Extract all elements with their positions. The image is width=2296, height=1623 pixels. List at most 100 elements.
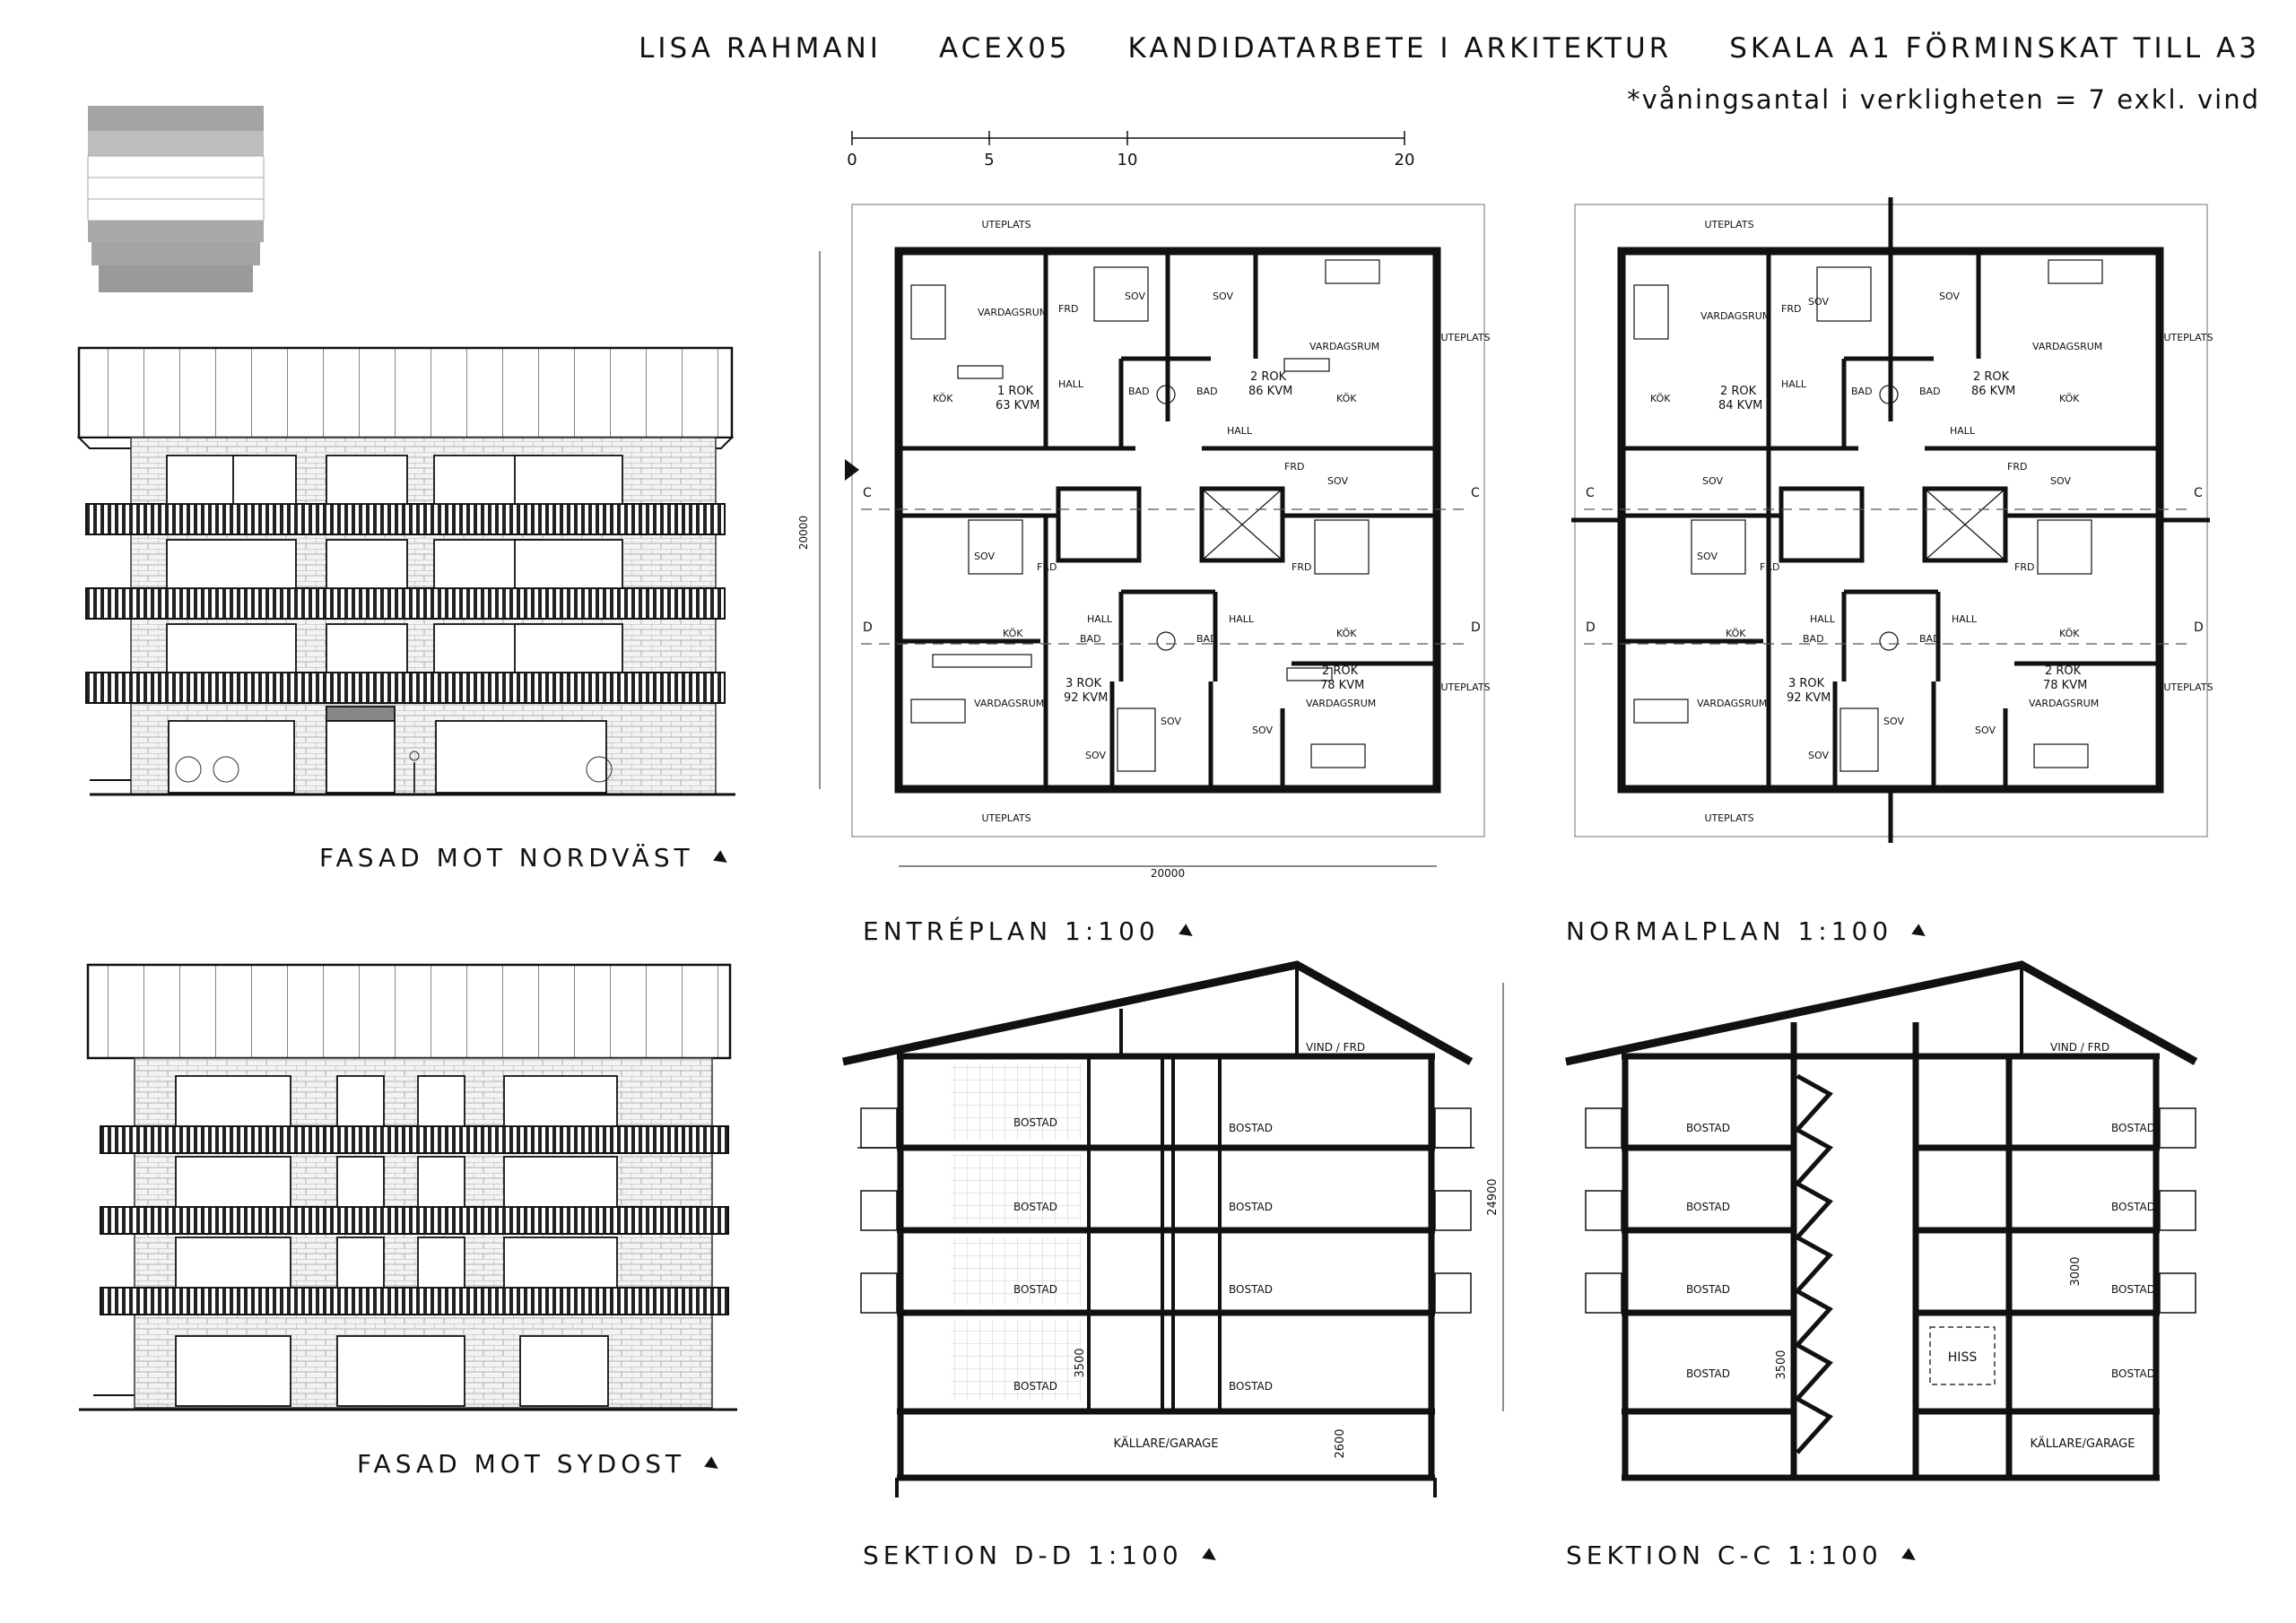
- np-apt-sw-type: 3 ROK: [1788, 677, 1825, 690]
- dim-plan-width: 20000: [1151, 867, 1185, 880]
- np-room-hall-ne: HALL: [1950, 425, 1976, 437]
- caption-facade-nw: FASAD MOT NORDVÄST: [319, 843, 731, 872]
- room-bed-e: SOV: [1327, 475, 1348, 487]
- dd-dim-basement: 2600: [1334, 1428, 1347, 1458]
- np-apt-nw-area: 84 KVM: [1718, 399, 1762, 412]
- room-bath-sw: BAD: [1080, 633, 1101, 645]
- np-section-mark-c-end: C: [2194, 486, 2203, 500]
- label-uteplats-right: UTEPLATS: [1440, 332, 1490, 343]
- north-arrow-icon: [1178, 924, 1196, 942]
- scale-tick-20: 20: [1395, 151, 1415, 169]
- section-mark-d-end: D: [1471, 621, 1481, 635]
- dd-dim-total: 24900: [1486, 1178, 1500, 1215]
- caption-entry-plan-text: ENTRÉPLAN 1:100: [863, 916, 1160, 946]
- scale-bar: 0 5 10 20: [847, 131, 1414, 169]
- cc-bostad-2a: BOSTAD: [1686, 1201, 1730, 1213]
- room-storage-ne: FRD: [1284, 461, 1304, 473]
- np-room-bed-se: SOV: [1975, 725, 1996, 736]
- facade-southeast: [79, 963, 737, 1411]
- apt-sw-area: 92 KVM: [1064, 691, 1108, 705]
- room-bath-ne: BAD: [1196, 386, 1218, 397]
- np-room-bed-sw: SOV: [1808, 750, 1829, 761]
- room-bed-nw: SOV: [1125, 291, 1145, 302]
- np-room-bath-ne: BAD: [1919, 386, 1941, 397]
- room-living-ne: VARDAGSRUM: [1309, 341, 1379, 352]
- section-dd: BOSTAD BOSTAD BOSTAD BOSTAD BOSTAD BOSTA…: [842, 960, 1504, 1497]
- cc-bostad-1b: BOSTAD: [2111, 1122, 2155, 1134]
- dd-dim-storey: 3500: [1074, 1348, 1087, 1377]
- north-arrow-icon: [712, 850, 731, 868]
- caption-section-dd: SEKTION D-D 1:100: [863, 1541, 1220, 1570]
- scale-note: SKALA A1 FÖRMINSKAT TILL A3: [1729, 32, 2260, 65]
- dd-bostad-3a: BOSTAD: [1013, 1283, 1057, 1296]
- cc-dim-storey-normal: 3000: [2069, 1256, 2083, 1286]
- room-hall-sw: HALL: [1087, 613, 1113, 625]
- project-title: KANDIDATARBETE I ARKITEKTUR: [1127, 32, 1673, 65]
- np-apt-nw-type: 2 ROK: [1720, 385, 1757, 398]
- room-bath-nw: BAD: [1128, 386, 1150, 397]
- cc-dim-storey-ground: 3500: [1775, 1350, 1788, 1379]
- caption-section-cc: SEKTION C-C 1:100: [1566, 1541, 1919, 1570]
- np-apt-se-area: 78 KVM: [2043, 679, 2087, 692]
- scale-tick-0: 0: [847, 151, 857, 169]
- dd-bostad-4b: BOSTAD: [1229, 1380, 1273, 1393]
- np-room-bed-nw2: SOV: [1702, 475, 1723, 487]
- room-storage-nw: FRD: [1058, 303, 1078, 315]
- np-uteplats-right-2: UTEPLATS: [2163, 681, 2213, 693]
- section-mark-c: C: [863, 486, 872, 500]
- room-bath-se: BAD: [1196, 633, 1218, 645]
- np-room-storage-nw: FRD: [1781, 303, 1801, 315]
- np-room-bath-sw: BAD: [1803, 633, 1824, 645]
- dd-bostad-1b: BOSTAD: [1229, 1122, 1273, 1134]
- facade-northwest: [76, 346, 735, 796]
- dd-bostad-1a: BOSTAD: [1013, 1116, 1057, 1129]
- label-uteplats-bottom: UTEPLATS: [981, 812, 1031, 824]
- np-room-hall-nw: HALL: [1781, 378, 1807, 390]
- np-room-kitchen-se: KÖK: [2059, 628, 2080, 639]
- title-block: LISA RAHMANI ACEX05 KANDIDATARBETE I ARK…: [639, 32, 2260, 65]
- np-room-kitchen-ne: KÖK: [2059, 393, 2080, 404]
- np-room-storage-ne: FRD: [2007, 461, 2027, 473]
- np-apt-ne-area: 86 KVM: [1971, 385, 2015, 398]
- entrance-marker: [845, 459, 859, 481]
- caption-facade-nw-text: FASAD MOT NORDVÄST: [319, 843, 694, 872]
- dd-attic-label: VIND / FRD: [1306, 1041, 1365, 1054]
- np-room-storage-se: FRD: [2014, 561, 2034, 573]
- np-room-storage-w: FRD: [1760, 561, 1779, 573]
- caption-entry-plan: ENTRÉPLAN 1:100: [863, 916, 1196, 946]
- room-bed-w: SOV: [974, 551, 995, 562]
- section-mark-d: D: [863, 621, 873, 635]
- np-section-mark-d-end: D: [2194, 621, 2204, 635]
- room-kitchen-ne: KÖK: [1336, 393, 1357, 404]
- np-room-kitchen-sw: KÖK: [1726, 628, 1746, 639]
- north-arrow-icon: [1201, 1548, 1220, 1566]
- apt-nw-type: 1 ROK: [997, 385, 1034, 398]
- np-room-bed-w: SOV: [1697, 551, 1718, 562]
- room-kitchen-sw: KÖK: [1003, 628, 1023, 639]
- scale-tick-5: 5: [984, 151, 994, 169]
- room-kitchen-nw: KÖK: [933, 393, 953, 404]
- north-arrow-icon: [1911, 924, 1929, 942]
- np-room-living-ne: VARDAGSRUM: [2032, 341, 2102, 352]
- np-room-living-nw: VARDAGSRUM: [1700, 310, 1770, 322]
- np-room-bed-ne: SOV: [1939, 291, 1960, 302]
- caption-section-cc-text: SEKTION C-C 1:100: [1566, 1541, 1883, 1570]
- np-section-mark-d: D: [1586, 621, 1596, 635]
- room-bed-ne: SOV: [1213, 291, 1233, 302]
- section-cc: HISS BOSTAD BOSTAD BOSTAD BOSTAD BOSTAD …: [1565, 960, 2198, 1481]
- np-room-living-se: VARDAGSRUM: [2029, 698, 2099, 709]
- room-storage-se: FRD: [1292, 561, 1311, 573]
- np-uteplats-right: UTEPLATS: [2163, 332, 2213, 343]
- np-room-hall-sw: HALL: [1810, 613, 1836, 625]
- section-mark-c-end: C: [1471, 486, 1480, 500]
- caption-section-dd-text: SEKTION D-D 1:100: [863, 1541, 1183, 1570]
- cc-bostad-1a: BOSTAD: [1686, 1122, 1730, 1134]
- cc-bostad-3b: BOSTAD: [2111, 1283, 2155, 1296]
- caption-normal-plan: NORMALPLAN 1:100: [1566, 916, 1929, 946]
- np-room-kitchen-nw: KÖK: [1650, 393, 1671, 404]
- label-uteplats-top: UTEPLATS: [981, 219, 1031, 230]
- dd-bostad-2a: BOSTAD: [1013, 1201, 1057, 1213]
- cc-bostad-3a: BOSTAD: [1686, 1283, 1730, 1296]
- np-room-bed-e: SOV: [2050, 475, 2071, 487]
- room-hall-ne: HALL: [1227, 425, 1253, 437]
